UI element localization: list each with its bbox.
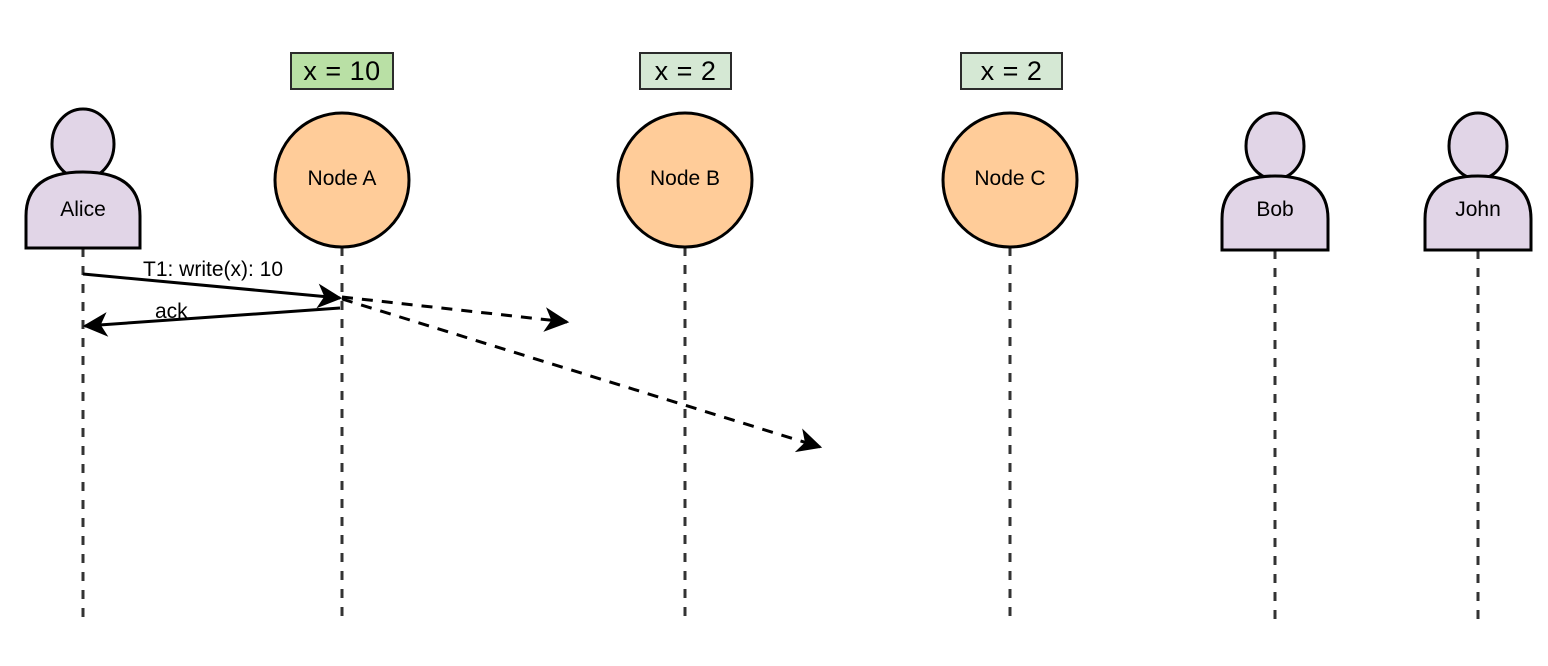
actor-head-icon xyxy=(1244,111,1306,181)
state-box-label: x = 2 xyxy=(980,55,1043,86)
message-arrow-write[interactable] xyxy=(82,272,343,309)
message-label-ack: ack xyxy=(155,300,188,323)
state-box-label: x = 10 xyxy=(303,55,381,86)
message-arrow-replicate-1[interactable] xyxy=(341,295,570,332)
actor-body-icon xyxy=(24,170,142,250)
actor-head-icon xyxy=(1447,111,1509,181)
state-box-node-b: x = 2 xyxy=(639,52,732,90)
actor-head-icon xyxy=(50,107,116,181)
message-label-write: T1: write(x): 10 xyxy=(143,258,284,281)
node-label-node-a: Node A xyxy=(307,167,377,190)
actor-body-icon xyxy=(1423,174,1533,252)
message-arrow-ack[interactable] xyxy=(82,306,341,337)
actor-alice[interactable] xyxy=(24,107,142,250)
node-circle-node-a[interactable] xyxy=(273,111,411,249)
actor-label-bob: Bob xyxy=(1256,198,1294,221)
node-label-node-c: Node C xyxy=(974,167,1046,190)
state-box-node-a: x = 10 xyxy=(290,52,394,90)
node-label-node-b: Node B xyxy=(649,167,721,190)
node-circle-node-c[interactable] xyxy=(941,111,1079,249)
actor-bob[interactable] xyxy=(1220,111,1330,252)
message-arrow-replicate-2[interactable] xyxy=(341,297,823,453)
actor-john[interactable] xyxy=(1423,111,1533,252)
lifelines xyxy=(81,247,1480,622)
state-box-node-c: x = 2 xyxy=(960,52,1063,90)
state-box-label: x = 2 xyxy=(654,55,717,86)
messages xyxy=(82,272,823,453)
actor-label-john: John xyxy=(1455,198,1501,221)
actor-body-icon xyxy=(1220,174,1330,252)
actor-label-alice: Alice xyxy=(60,198,106,221)
node-circle-node-b[interactable] xyxy=(616,111,754,249)
